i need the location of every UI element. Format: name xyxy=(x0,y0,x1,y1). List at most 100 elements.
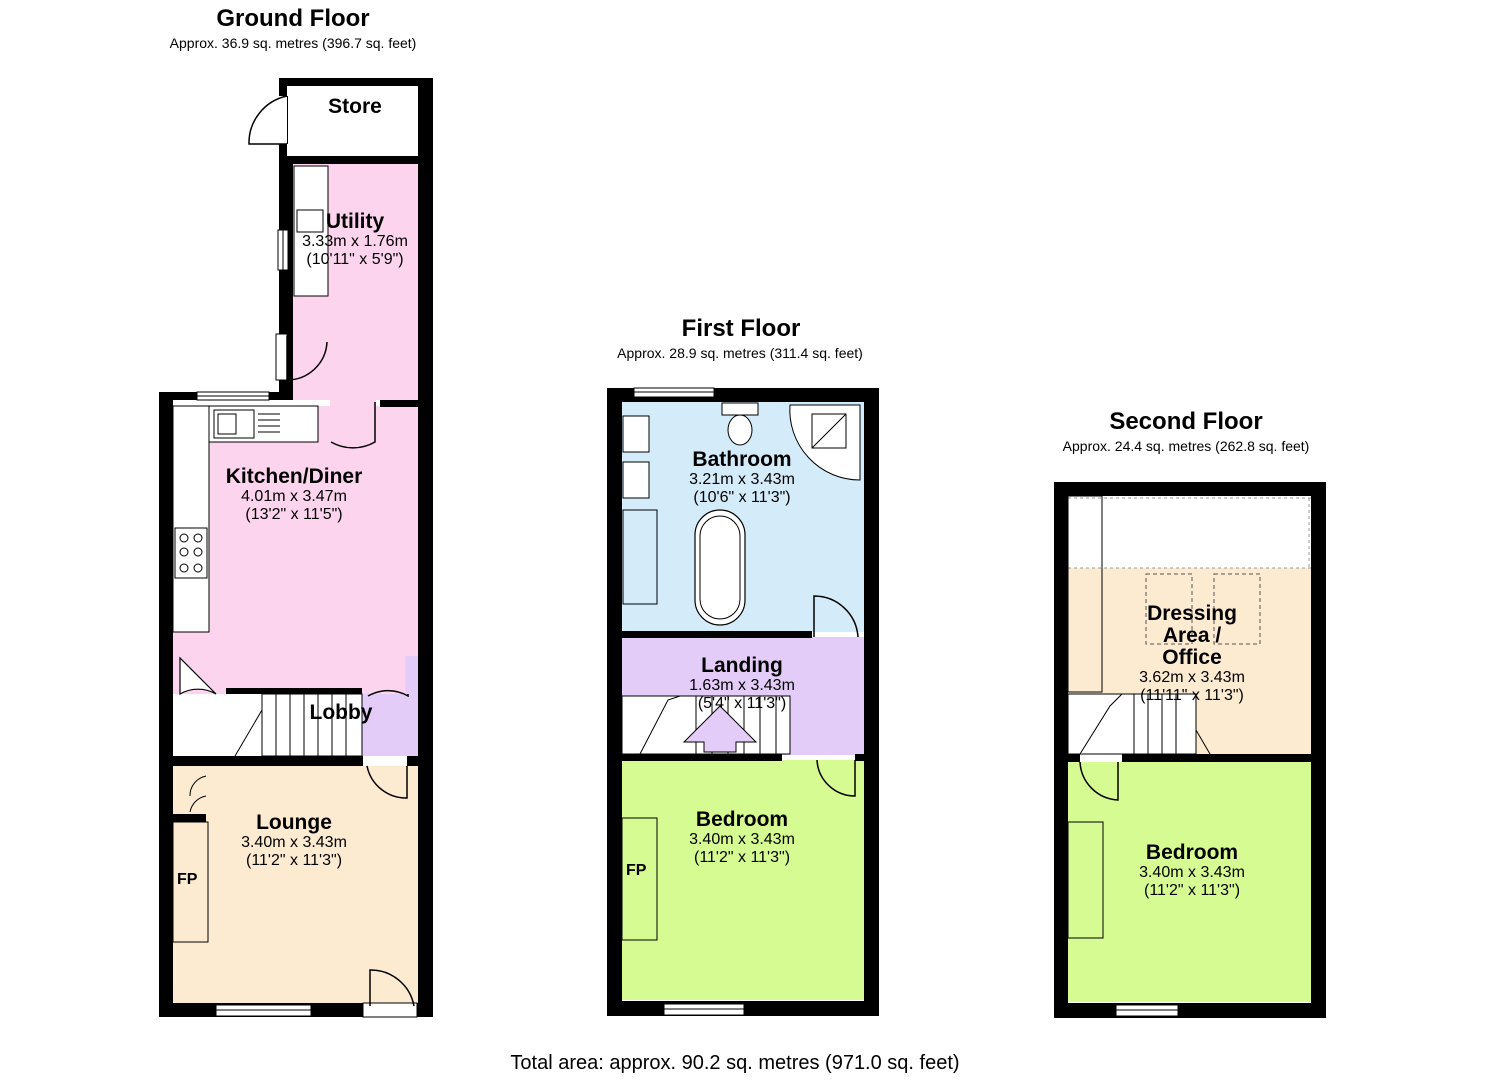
landing-imperial: (5'4" x 11'3") xyxy=(697,695,787,712)
second-floor-title: Second Floor xyxy=(1109,408,1263,435)
hob-ring xyxy=(193,533,203,543)
shower-tray xyxy=(811,413,847,449)
hob-ring xyxy=(179,533,189,543)
first-wall xyxy=(855,754,864,761)
ground-floor-area: Approx. 36.9 sq. metres (396.7 sq. feet) xyxy=(169,35,417,51)
under-stairs xyxy=(173,698,263,756)
dressing-imperial: (11'11" x 11'3") xyxy=(1140,687,1244,704)
bedroom-fireplace xyxy=(621,817,658,941)
hob-ring xyxy=(193,547,203,557)
lounge-name: Lounge xyxy=(256,811,332,834)
bathroom-label: Bathroom 3.21m x 3.43m (10'6" x 11'3") xyxy=(667,449,817,507)
kitchen-label: Kitchen/Diner 4.01m x 3.47m (13'2" x 11'… xyxy=(204,466,384,524)
utility-metric: 3.33m x 1.76m xyxy=(302,233,408,250)
lounge-metric: 3.40m x 3.43m xyxy=(241,834,347,851)
door-swing xyxy=(369,969,415,1007)
second-wall xyxy=(1122,754,1311,762)
hob-ring xyxy=(179,547,189,557)
dressing-name-line2: Area / xyxy=(1162,624,1222,647)
lobby-room xyxy=(362,694,418,756)
ground-floor-plan xyxy=(159,78,433,1018)
kitchen-sink xyxy=(217,413,237,435)
bath-tub xyxy=(699,515,741,620)
landing-name: Landing xyxy=(701,654,783,677)
first-floor-title: First Floor xyxy=(681,315,801,342)
door-gap xyxy=(330,400,376,407)
ground-floor-title: Ground Floor xyxy=(216,5,370,32)
door-gap xyxy=(362,1002,418,1018)
door-swing xyxy=(179,656,217,696)
door-swing xyxy=(813,595,859,638)
store-label: Store xyxy=(305,96,405,118)
second-bedroom-name: Bedroom xyxy=(1145,841,1239,864)
basin xyxy=(622,461,650,499)
lounge-imperial: (11'2" x 11'3") xyxy=(245,852,343,869)
kitchen-worktop-side xyxy=(172,405,210,633)
first-floor-area: Approx. 28.9 sq. metres (311.4 sq. feet) xyxy=(617,345,863,361)
second-floor-area: Approx. 24.4 sq. metres (262.8 sq. feet) xyxy=(1062,438,1310,454)
bathroom-cabinet xyxy=(622,509,658,605)
door-swing xyxy=(248,95,288,145)
ground-wall xyxy=(287,156,418,164)
wardrobe xyxy=(1067,495,1103,693)
kitchen-imperial: (13'2" x 11'5") xyxy=(245,506,343,523)
second-staircase xyxy=(1067,693,1211,755)
bathroom-imperial: (10'6" x 11'3") xyxy=(693,489,791,506)
second-bedroom-metric: 3.40m x 3.43m xyxy=(1139,864,1245,881)
shower-tray xyxy=(811,413,847,449)
dressing-name-line1: Dressing xyxy=(1147,602,1237,625)
bathroom-name: Bathroom xyxy=(692,448,792,471)
door-swing xyxy=(286,336,328,381)
ground-staircase xyxy=(234,693,363,757)
bedroom-room xyxy=(622,760,864,1000)
first-wall xyxy=(622,754,782,761)
door-gap xyxy=(275,333,288,381)
ground-wall xyxy=(173,756,363,766)
ground-wall xyxy=(407,756,418,766)
stair-arrow xyxy=(682,705,758,753)
ground-wall xyxy=(226,688,362,694)
ground-wall xyxy=(173,814,206,822)
hob-ring xyxy=(179,563,189,573)
shower xyxy=(789,404,861,481)
dressing-name-line3: Office xyxy=(1162,646,1222,669)
lounge-fireplace xyxy=(172,821,209,943)
first-bedroom-fp-label: FP xyxy=(626,862,647,879)
lobby-label: Lobby xyxy=(301,702,381,724)
ground-wall xyxy=(380,400,418,407)
second-bedroom-imperial: (11'2" x 11'3") xyxy=(1143,882,1241,899)
first-bedroom-metric: 3.40m x 3.43m xyxy=(689,831,795,848)
kitchen-diner-room xyxy=(173,406,418,694)
bathroom-metric: 3.21m x 3.43m xyxy=(689,471,795,488)
utility-label: Utility 3.33m x 1.76m (10'11" x 5'9") xyxy=(280,211,430,269)
door-swing xyxy=(367,658,409,698)
ground-wall xyxy=(287,164,293,400)
first-wall xyxy=(622,631,812,638)
utility-sink xyxy=(296,209,324,233)
lounge-room xyxy=(173,766,418,1010)
lounge-fp-label: FP xyxy=(177,871,198,888)
second-wall xyxy=(1068,754,1080,762)
roof-window xyxy=(1213,573,1261,645)
dressing-metric: 3.62m x 3.43m xyxy=(1139,669,1245,686)
first-floor-plan xyxy=(607,387,879,1016)
wc-pan xyxy=(727,414,753,446)
cupboard-door xyxy=(189,775,207,813)
door-gap xyxy=(405,656,418,694)
kitchen-name: Kitchen/Diner xyxy=(225,465,363,488)
wc-cistern xyxy=(721,402,759,416)
door-swing xyxy=(330,402,376,449)
second-bedroom-room xyxy=(1068,762,1311,1002)
second-bedroom-recess xyxy=(1067,821,1104,939)
door-swing xyxy=(366,765,408,799)
first-bedroom-name: Bedroom xyxy=(695,808,789,831)
lobby-name: Lobby xyxy=(309,701,373,724)
kitchen-metric: 4.01m x 3.47m xyxy=(241,488,347,505)
second-bedroom-label: Bedroom 3.40m x 3.43m (11'2" x 11'3") xyxy=(1117,842,1267,900)
roof-window xyxy=(1145,573,1193,645)
total-area: Total area: approx. 90.2 sq. metres (971… xyxy=(510,1052,960,1074)
first-bedroom-label: Bedroom 3.40m x 3.43m (11'2" x 11'3") xyxy=(667,809,817,867)
store-name: Store xyxy=(328,95,382,118)
dressing-label: Dressing Area / Office 3.62m x 3.43m (11… xyxy=(1112,603,1272,705)
